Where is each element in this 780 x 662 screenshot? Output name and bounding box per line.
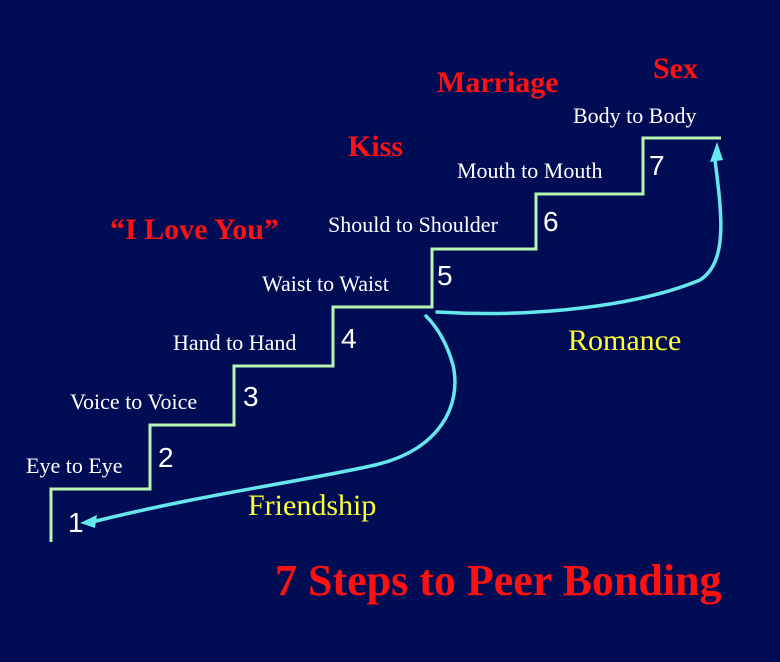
step-1-number: 1 — [68, 507, 84, 538]
step-1-label: Eye to Eye — [26, 453, 123, 478]
step-6-number: 6 — [543, 206, 559, 237]
phase-friendship: Friendship — [248, 489, 377, 522]
romance-arrow — [435, 158, 723, 316]
step-2-number: 2 — [158, 442, 174, 473]
step-7-number: 7 — [649, 150, 665, 181]
step-5-label: Should to Shoulder — [328, 212, 498, 237]
milestone-marriage: Marriage — [437, 66, 559, 99]
page-title: 7 Steps to Peer Bonding — [275, 556, 722, 605]
milestone-i-love-you: “I Love You” — [110, 213, 279, 246]
friendship-arrowhead — [80, 515, 97, 528]
friendship-arrow — [90, 314, 457, 524]
phase-romance: Romance — [568, 324, 682, 357]
step-2-label: Voice to Voice — [70, 389, 198, 414]
step-3-number: 3 — [243, 381, 259, 412]
milestone-kiss: Kiss — [348, 130, 404, 163]
step-5-number: 5 — [437, 260, 453, 291]
step-6-label: Mouth to Mouth — [457, 158, 603, 183]
step-4-label: Waist to Waist — [262, 271, 389, 296]
staircase-line — [49, 136, 721, 542]
romance-arrowhead — [710, 142, 723, 162]
step-7-label: Body to Body — [573, 103, 697, 128]
step-4-number: 4 — [341, 323, 357, 354]
step-3-label: Hand to Hand — [173, 330, 297, 355]
milestone-sex: Sex — [653, 52, 698, 85]
